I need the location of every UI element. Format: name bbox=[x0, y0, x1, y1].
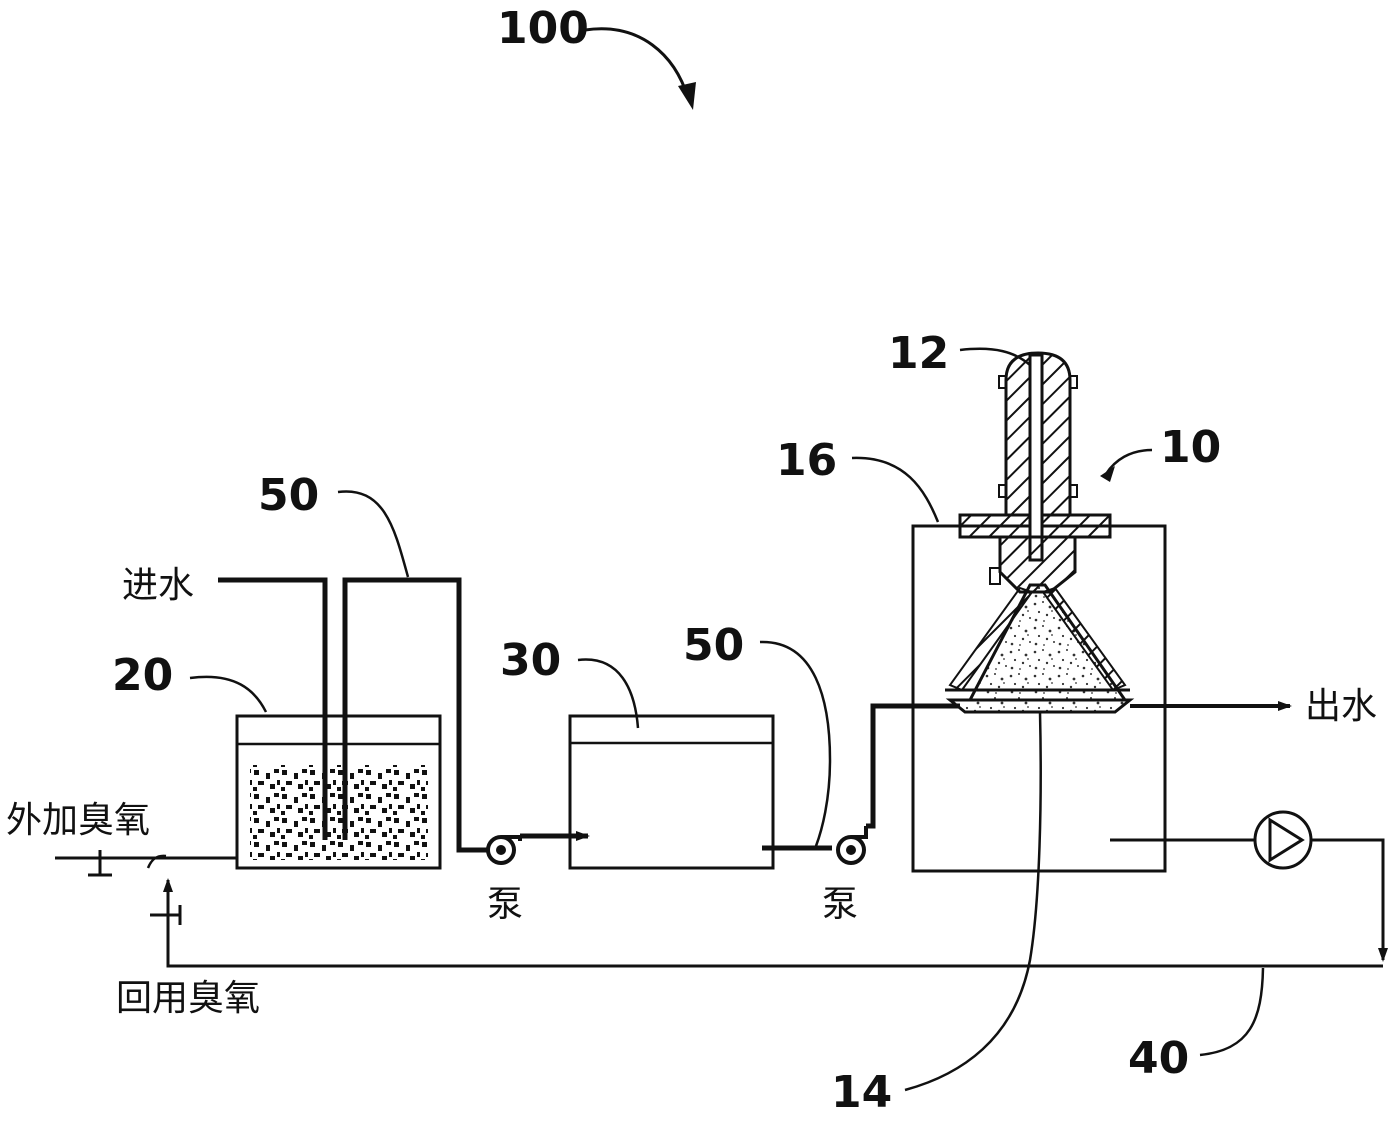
label-lamp: 12 bbox=[888, 328, 949, 379]
pipe-a-leader bbox=[337, 490, 410, 578]
label-ozone-added: 外加臭氧 bbox=[6, 800, 150, 841]
label-ozone-reuse: 回用臭氧 bbox=[116, 978, 260, 1019]
recycle-pump bbox=[1253, 810, 1313, 870]
pump-2 bbox=[836, 826, 868, 865]
packing-media bbox=[250, 765, 428, 860]
recycle-pipe-return bbox=[163, 878, 1383, 968]
label-tank-20: 20 bbox=[112, 650, 173, 701]
recycle-pipe-right bbox=[1311, 838, 1388, 962]
recycle-leader bbox=[1199, 967, 1265, 1057]
label-tank-30: 30 bbox=[500, 635, 561, 686]
catalyst-leader bbox=[904, 711, 1042, 1092]
lamp-leader bbox=[959, 347, 1031, 366]
label-recycle: 40 bbox=[1128, 1033, 1189, 1084]
label-water-in: 进水 bbox=[122, 565, 194, 606]
lamp-core bbox=[1028, 353, 1044, 562]
pipe-50-a bbox=[342, 577, 488, 853]
label-reactor: 10 bbox=[1160, 422, 1221, 473]
label-water-out: 出水 bbox=[1305, 686, 1377, 727]
label-pipe-b: 50 bbox=[683, 620, 744, 671]
label-cover: 16 bbox=[776, 435, 837, 486]
tank-20 bbox=[235, 714, 442, 870]
pipe-pump2-to-reactor bbox=[866, 703, 960, 829]
cover-leader bbox=[851, 456, 940, 523]
label-pump-2: 泵 bbox=[822, 884, 858, 925]
system-leader bbox=[584, 27, 690, 99]
label-catalyst: 14 bbox=[831, 1067, 892, 1118]
tank20-leader bbox=[189, 675, 268, 713]
tank30-leader bbox=[577, 658, 640, 729]
pipe-b-leader bbox=[759, 640, 832, 847]
tank-30 bbox=[568, 714, 775, 870]
label-system: 100 bbox=[497, 3, 589, 54]
inlet-pipe bbox=[218, 577, 328, 840]
label-pipe-a: 50 bbox=[258, 470, 319, 521]
system-arrowhead bbox=[678, 82, 696, 110]
label-pump-1: 泵 bbox=[487, 884, 523, 925]
pump-1 bbox=[486, 835, 522, 865]
